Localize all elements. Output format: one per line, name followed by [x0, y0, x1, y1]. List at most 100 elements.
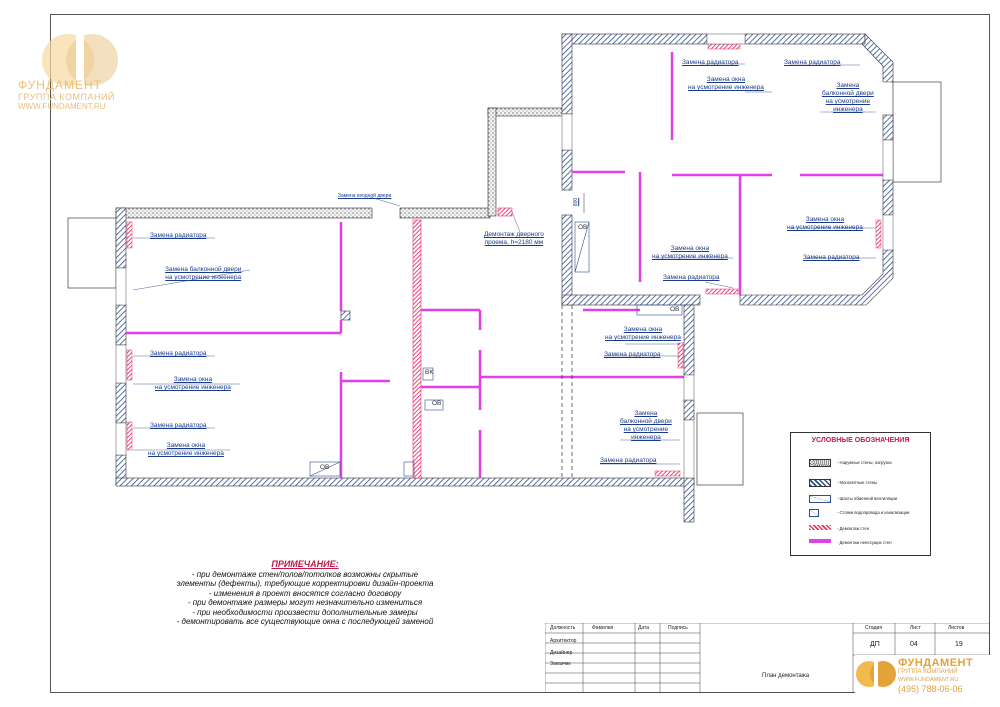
- label-radiator-mid: Замена радиатора: [663, 274, 720, 281]
- legend-text-demo2: - Демонтаж ненесущих стен: [837, 540, 892, 545]
- balcony-bottom-right: [696, 412, 744, 486]
- fundament-logo: [42, 34, 118, 86]
- wall-ur-right: [882, 114, 894, 141]
- wall-lr-2: [683, 399, 695, 421]
- label-radiator-2: Замена радиатора: [150, 350, 207, 357]
- label-balcony-1: Замена балконной двери на усмотрение инж…: [165, 266, 242, 281]
- partition-lines: [126, 52, 883, 478]
- label-window-top: Замена окна на усмотрение инженера: [688, 76, 764, 91]
- wall-left-side-1: [115, 207, 127, 269]
- radiators: [126, 43, 882, 477]
- tb-role-architect: Архитектор: [550, 638, 577, 644]
- title-block-grid: [545, 623, 990, 693]
- legend-swatch-shaft: [809, 495, 831, 503]
- label-radiator-right: Замена радиатора: [803, 254, 860, 261]
- brand-url: WWW.FUNDAMENT.RU: [898, 677, 959, 683]
- tb-header-position: Должность: [550, 625, 576, 631]
- tb-header-signature: Подпись: [668, 625, 688, 631]
- legend-item-exterior: - Наружные стены, нагрузка: [809, 459, 927, 469]
- drawing-frame: [50, 14, 990, 693]
- legend-swatch-monolith: [809, 479, 831, 487]
- wall-connector-top: [487, 107, 569, 117]
- logo-brand-name: ФУНДАМЕНТ: [18, 78, 102, 92]
- wall-lr-3: [683, 477, 695, 523]
- legend-item-demo2: - Демонтаж ненесущих стен: [809, 539, 927, 549]
- label-ob-2: ОВ: [578, 224, 588, 231]
- notes-line: - изменения в проект вносятся согласно д…: [208, 588, 402, 598]
- legend-item-monolith: - Монолитные стены: [809, 479, 927, 489]
- legend-text-riser: - Стояки водопровода и канализации: [837, 510, 910, 515]
- logo-brand-url: WWW.FUNDAMENT.RU: [18, 102, 106, 111]
- legend-swatch-exterior: [809, 459, 831, 467]
- label-balcony-bottom: Замена балконной двери на усмотрение инж…: [620, 410, 672, 441]
- label-radiator-top: Замена радиатора: [682, 59, 739, 66]
- wall-left-side-3: [115, 382, 127, 424]
- wall-left-side-2: [115, 304, 127, 346]
- label-window-right: Замена окна на усмотрение инженера: [787, 216, 863, 231]
- tb-header-date: Дата: [638, 625, 650, 631]
- notes-line: - при демонтаже стен/полов/потолков возм…: [191, 569, 419, 579]
- label-window-center: Замена окна на усмотрение инженера: [605, 326, 681, 341]
- notes-line: - демонтировать все существующие окна с …: [176, 617, 434, 626]
- legend-text-monolith: - Монолитные стены: [837, 480, 878, 485]
- wall-ur-left: [561, 33, 573, 115]
- legend-item-riser: - Стояки водопровода и канализации: [809, 509, 927, 519]
- notes-title: ПРИМЕЧАНИЕ:: [271, 559, 339, 569]
- label-ob-1: ОВ: [320, 464, 330, 471]
- tb-role-designer: Дизайнер: [550, 650, 573, 656]
- label-radiator-top-right: Замена радиатора: [784, 59, 841, 66]
- tb-stage-label: Стадия: [865, 625, 883, 631]
- tb-role-customer: Заказчик: [550, 661, 571, 667]
- legend-swatch-demo2: [809, 539, 831, 543]
- legend-text-demo: - Демонтаж стен: [837, 526, 870, 531]
- wall-ur-corner-tr: [861, 33, 894, 83]
- label-balcony-top-right: Замена балконной двери на усмотрение инж…: [822, 82, 874, 113]
- label-vk: ВК: [425, 369, 434, 376]
- wall-ur-top-2: [744, 33, 866, 45]
- tb-header-surname: Фамилия: [592, 625, 614, 631]
- tb-drawing-title: План демонтажа: [762, 673, 810, 679]
- label-dim-800: 800: [573, 197, 580, 207]
- legend-title: УСЛОВНЫЕ ОБОЗНАЧЕНИЯ: [811, 437, 910, 444]
- tb-sheets-value: 19: [955, 641, 963, 648]
- wall-ur-corner-br: [739, 249, 894, 306]
- wall-left-top-2: [399, 207, 491, 219]
- legend-box: УСЛОВНЫЕ ОБОЗНАЧЕНИЯ - Наружные стены, н…: [790, 432, 931, 556]
- label-ob-4: ОВ: [432, 400, 442, 407]
- brand-subtitle: ГРУППА КОМПАНИЙ: [898, 669, 958, 675]
- legend-swatch-riser: [809, 509, 819, 517]
- tb-stage-value: ДП: [870, 641, 880, 648]
- logo-brand-subtitle: ГРУППА КОМПАНИЙ: [18, 92, 115, 102]
- wall-ur-left-3: [561, 214, 573, 306]
- legend-item-shaft: - Шахты обменной вентиляции: [809, 495, 927, 505]
- brand-name: ФУНДАМЕНТ: [898, 657, 974, 669]
- wall-ur-top-1: [561, 33, 708, 45]
- tb-sheet-label: Лист: [910, 625, 921, 631]
- label-doorway: Демонтаж дверного проема, h=2180 мм: [484, 231, 544, 246]
- tb-sheet-value: 04: [910, 641, 918, 648]
- legend-swatch-demo: [809, 525, 831, 530]
- legend-text-shaft: - Шахты обменной вентиляции: [837, 496, 898, 501]
- demo-wall-vertical: [412, 219, 422, 479]
- tb-sheets-label: Листов: [948, 625, 965, 631]
- wall-connector-side: [487, 107, 497, 217]
- demo-wall-door: [497, 207, 513, 217]
- wall-ur-bottom: [561, 294, 701, 306]
- wall-bottom: [115, 477, 695, 487]
- brand-phone: (495) 788-06-06: [898, 684, 963, 694]
- wall-ur-left-2: [561, 149, 573, 191]
- fundament-logo-small: [855, 655, 990, 693]
- wall-lr-1: [683, 304, 695, 376]
- label-entry-door: Замена входной двери: [338, 193, 392, 199]
- label-window-mid: Замена окна на усмотрение инженера: [652, 245, 728, 260]
- label-radiator-bottom: Замена радиатора: [600, 457, 657, 464]
- wall-ur-right-2: [882, 179, 894, 216]
- shafts: [309, 221, 683, 477]
- label-radiator-center: Замена радиатора: [604, 351, 661, 358]
- column-square: [340, 310, 351, 321]
- leader-lines: [132, 63, 876, 465]
- balcony-left: [67, 217, 117, 289]
- label-ob-3: ОВ: [670, 306, 680, 313]
